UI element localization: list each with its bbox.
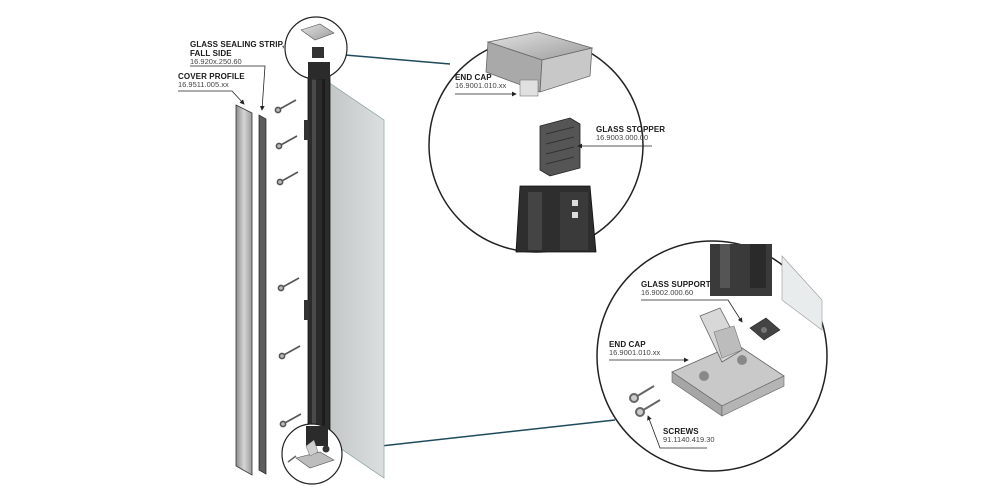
- callout-line-bottom: [344, 419, 616, 451]
- label-name-line1: GLASS SEALING STRIP,: [190, 40, 285, 49]
- label-name: END CAP: [455, 73, 492, 82]
- post-profile-bottom: [710, 244, 823, 331]
- label-cover-profile: COVER PROFILE 16.9511.005.xx: [178, 72, 245, 90]
- screws-row: [274, 99, 302, 428]
- label-name: GLASS STOPPER: [596, 125, 666, 134]
- label-screws: SCREWS 91.1140.419.30: [663, 427, 715, 445]
- label-glass-stopper: GLASS STOPPER 16.9003.000.00: [596, 125, 665, 143]
- label-code: 16.9511.005.xx: [178, 80, 229, 90]
- glass-support-part: [699, 307, 743, 363]
- screws-part: [629, 385, 661, 417]
- leader-cover-profile: [178, 90, 245, 105]
- label-end-cap-bottom: END CAP 16.9001.010.xx: [609, 340, 660, 358]
- label-code: 91.1140.419.30: [663, 435, 715, 445]
- small-top-circle: [284, 16, 348, 80]
- leader-sealing-strip: [190, 65, 266, 111]
- label-code: 16.9003.000.00: [596, 133, 649, 143]
- glass-panel: [327, 81, 385, 479]
- end-cap-part-top: [485, 31, 594, 97]
- label-code: 16.9001.010.xx: [609, 348, 661, 358]
- leader-glass-support: [641, 299, 743, 323]
- label-code: 16.9002.000.60: [641, 288, 694, 298]
- label-glass-support: GLASS SUPPORT 16.9002.000.60: [641, 280, 711, 298]
- label-name: COVER PROFILE: [178, 72, 245, 81]
- glass-stopper-small: [749, 317, 781, 341]
- post-profile: [304, 61, 331, 463]
- glass-sealing-strip: [258, 114, 267, 475]
- detail-circle-bottom: [596, 240, 828, 472]
- base-plate-end-cap: [671, 343, 785, 417]
- callout-line-top: [344, 54, 451, 65]
- detail-circle-top: [428, 31, 644, 253]
- label-name: SCREWS: [663, 427, 699, 436]
- label-end-cap-top: END CAP 16.9001.010.xx: [455, 73, 506, 91]
- small-bottom-circle: [281, 423, 343, 485]
- label-name: END CAP: [609, 340, 646, 349]
- post-profile-top: [515, 185, 597, 253]
- label-glass-sealing-strip: GLASS SEALING STRIP, FALL SIDE 16.920x.2…: [190, 40, 284, 67]
- glass-stopper-part: [539, 117, 581, 177]
- label-name-line2: FALL SIDE: [190, 49, 232, 59]
- label-code: 16.9001.010.xx: [455, 81, 507, 91]
- label-code: 16.920x.250.60: [190, 57, 242, 67]
- label-name: GLASS SUPPORT: [641, 280, 711, 289]
- leader-screws: [647, 415, 707, 449]
- cover-profile: [235, 104, 253, 476]
